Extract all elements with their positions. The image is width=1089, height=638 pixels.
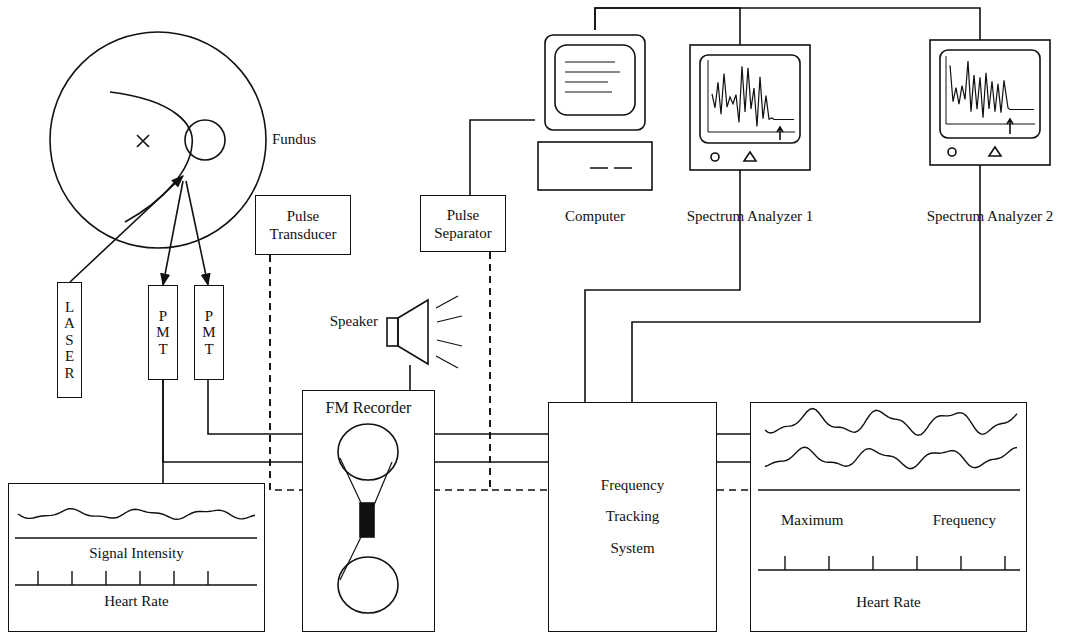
analyzer-screen (700, 55, 800, 143)
pulse-signal-line (490, 252, 548, 490)
chart-line (15, 537, 257, 539)
heartbeat-tick (828, 556, 829, 570)
signal-line (435, 433, 548, 435)
heartbeat-tick (37, 571, 38, 585)
signal-line (595, 8, 740, 45)
speaker-magnet (387, 318, 398, 346)
heartbeat-tick (784, 556, 785, 570)
chart-recorder: Maximum FrequencyHeart Rate (750, 402, 1027, 632)
fundus-circle: Fundus (50, 32, 266, 248)
drive-slots (590, 167, 632, 169)
marker-arrow (777, 127, 783, 140)
node-label: Speaker (330, 312, 378, 330)
signal-line (632, 165, 980, 402)
analyzer-screen (940, 50, 1040, 138)
process-box: Pulse Transducer (255, 195, 351, 255)
signal-line (409, 365, 411, 390)
signal-line (186, 181, 208, 285)
signal-line (717, 433, 750, 435)
signal-line (208, 380, 302, 434)
axes (708, 60, 795, 132)
node-label: Heart Rate (104, 592, 169, 610)
pulse-signal-line (435, 252, 490, 490)
signal-line (595, 8, 980, 40)
heartbeat-tick (872, 556, 873, 570)
detector-box: PMT (194, 285, 224, 380)
node-label: Signal Intensity (89, 544, 184, 562)
node-label: Heart Rate (856, 593, 921, 611)
heartbeat-tick (207, 571, 208, 585)
pulse-signal-line (717, 489, 750, 491)
speaker-icon: Speaker (385, 300, 430, 365)
velocity-trace (765, 447, 1017, 468)
process-box: Frequency Tracking System (548, 402, 717, 632)
analyzer-housing (930, 40, 1050, 165)
node-label: PMT (202, 308, 217, 358)
computer-screen (555, 45, 635, 115)
heartbeat-tick (139, 571, 140, 585)
node-label: Maximum (781, 511, 844, 529)
pulse-signal-line (265, 255, 270, 490)
velocity-trace (765, 409, 1017, 436)
signal-line (435, 461, 548, 463)
analyzer-housing (690, 45, 810, 170)
heartbeat-tick (960, 556, 961, 570)
detector-box: PMT (148, 285, 178, 380)
node-label: Computer (565, 207, 625, 225)
chart-line (758, 489, 1020, 491)
fovea-mark (137, 135, 149, 147)
signal-line (163, 380, 302, 462)
chart-line (758, 569, 1020, 571)
process-box: Pulse Separator (420, 195, 506, 252)
tape-path (340, 458, 392, 580)
signal-line (163, 181, 183, 285)
computer-monitor (545, 35, 645, 130)
speaker-cone (398, 300, 428, 364)
heartbeat-tick (173, 571, 174, 585)
knob (744, 152, 756, 161)
node-label: Spectrum Analyzer 2 (927, 207, 1054, 225)
heartbeat-tick (105, 571, 106, 585)
node-label: FM Recorder (326, 398, 412, 417)
computer-icon: Computer (535, 30, 655, 195)
node-label: Spectrum Analyzer 1 (687, 207, 814, 225)
pulse-signal-line (270, 255, 302, 490)
chart-recorder: Signal IntensityHeart Rate (8, 483, 265, 632)
analyzer-icon: Spectrum Analyzer 2 (930, 40, 1050, 165)
axes (946, 56, 1035, 124)
node-label: Frequency (933, 511, 996, 529)
screen-text-lines (565, 62, 620, 92)
recorder-box: FM Recorder (302, 390, 435, 632)
spectrum-trace (950, 61, 1034, 118)
knob (948, 148, 956, 156)
heartbeat-tick (1004, 556, 1005, 570)
vessel (110, 92, 192, 222)
marker-arrow (1007, 119, 1013, 134)
signal-line (585, 170, 740, 402)
signal-line (470, 120, 535, 195)
signal-line (717, 461, 750, 463)
heartbeat-tick (916, 556, 917, 570)
analyzer-icon: Spectrum Analyzer 1 (690, 45, 810, 170)
knob (989, 147, 1001, 156)
sound-lines (436, 296, 462, 368)
node-label: LASER (62, 299, 77, 382)
heartbeat-tick (71, 571, 72, 585)
chart-line (15, 584, 257, 586)
computer-base (538, 142, 652, 190)
node-label: Fundus (272, 130, 316, 148)
spectrum-trace (712, 66, 794, 126)
node-label: Pulse Transducer (256, 207, 350, 243)
node-label: Frequency Tracking System (593, 470, 673, 565)
node-label: PMT (156, 308, 171, 358)
node-label: Pulse Separator (421, 206, 505, 242)
tape-head (360, 503, 374, 537)
knob (711, 153, 719, 161)
fundus-outline (50, 32, 266, 248)
laser-box: LASER (57, 282, 82, 398)
signal-trace (18, 509, 255, 520)
